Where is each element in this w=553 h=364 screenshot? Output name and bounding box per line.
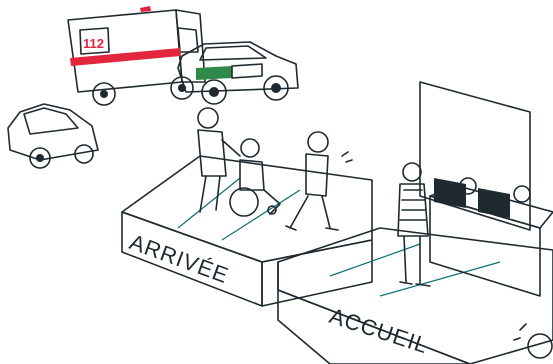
walking-person — [285, 131, 353, 231]
wheelchair-icon — [229, 138, 281, 217]
red-car-icon — [7, 103, 99, 169]
arrival-platform: ARRIVÉE — [121, 155, 373, 307]
arrival-label: ARRIVÉE — [126, 229, 232, 288]
ambulance-number: 112 — [83, 36, 104, 51]
reception-desk — [419, 81, 553, 297]
monitor-icon — [434, 178, 510, 218]
standing-person — [397, 162, 431, 287]
partial-figure — [513, 323, 553, 359]
police-car-icon — [177, 41, 299, 105]
caregiver-person — [197, 107, 241, 213]
reception-platform: ACCUEIL — [277, 227, 553, 364]
reception-label: ACCUEIL — [326, 303, 431, 358]
